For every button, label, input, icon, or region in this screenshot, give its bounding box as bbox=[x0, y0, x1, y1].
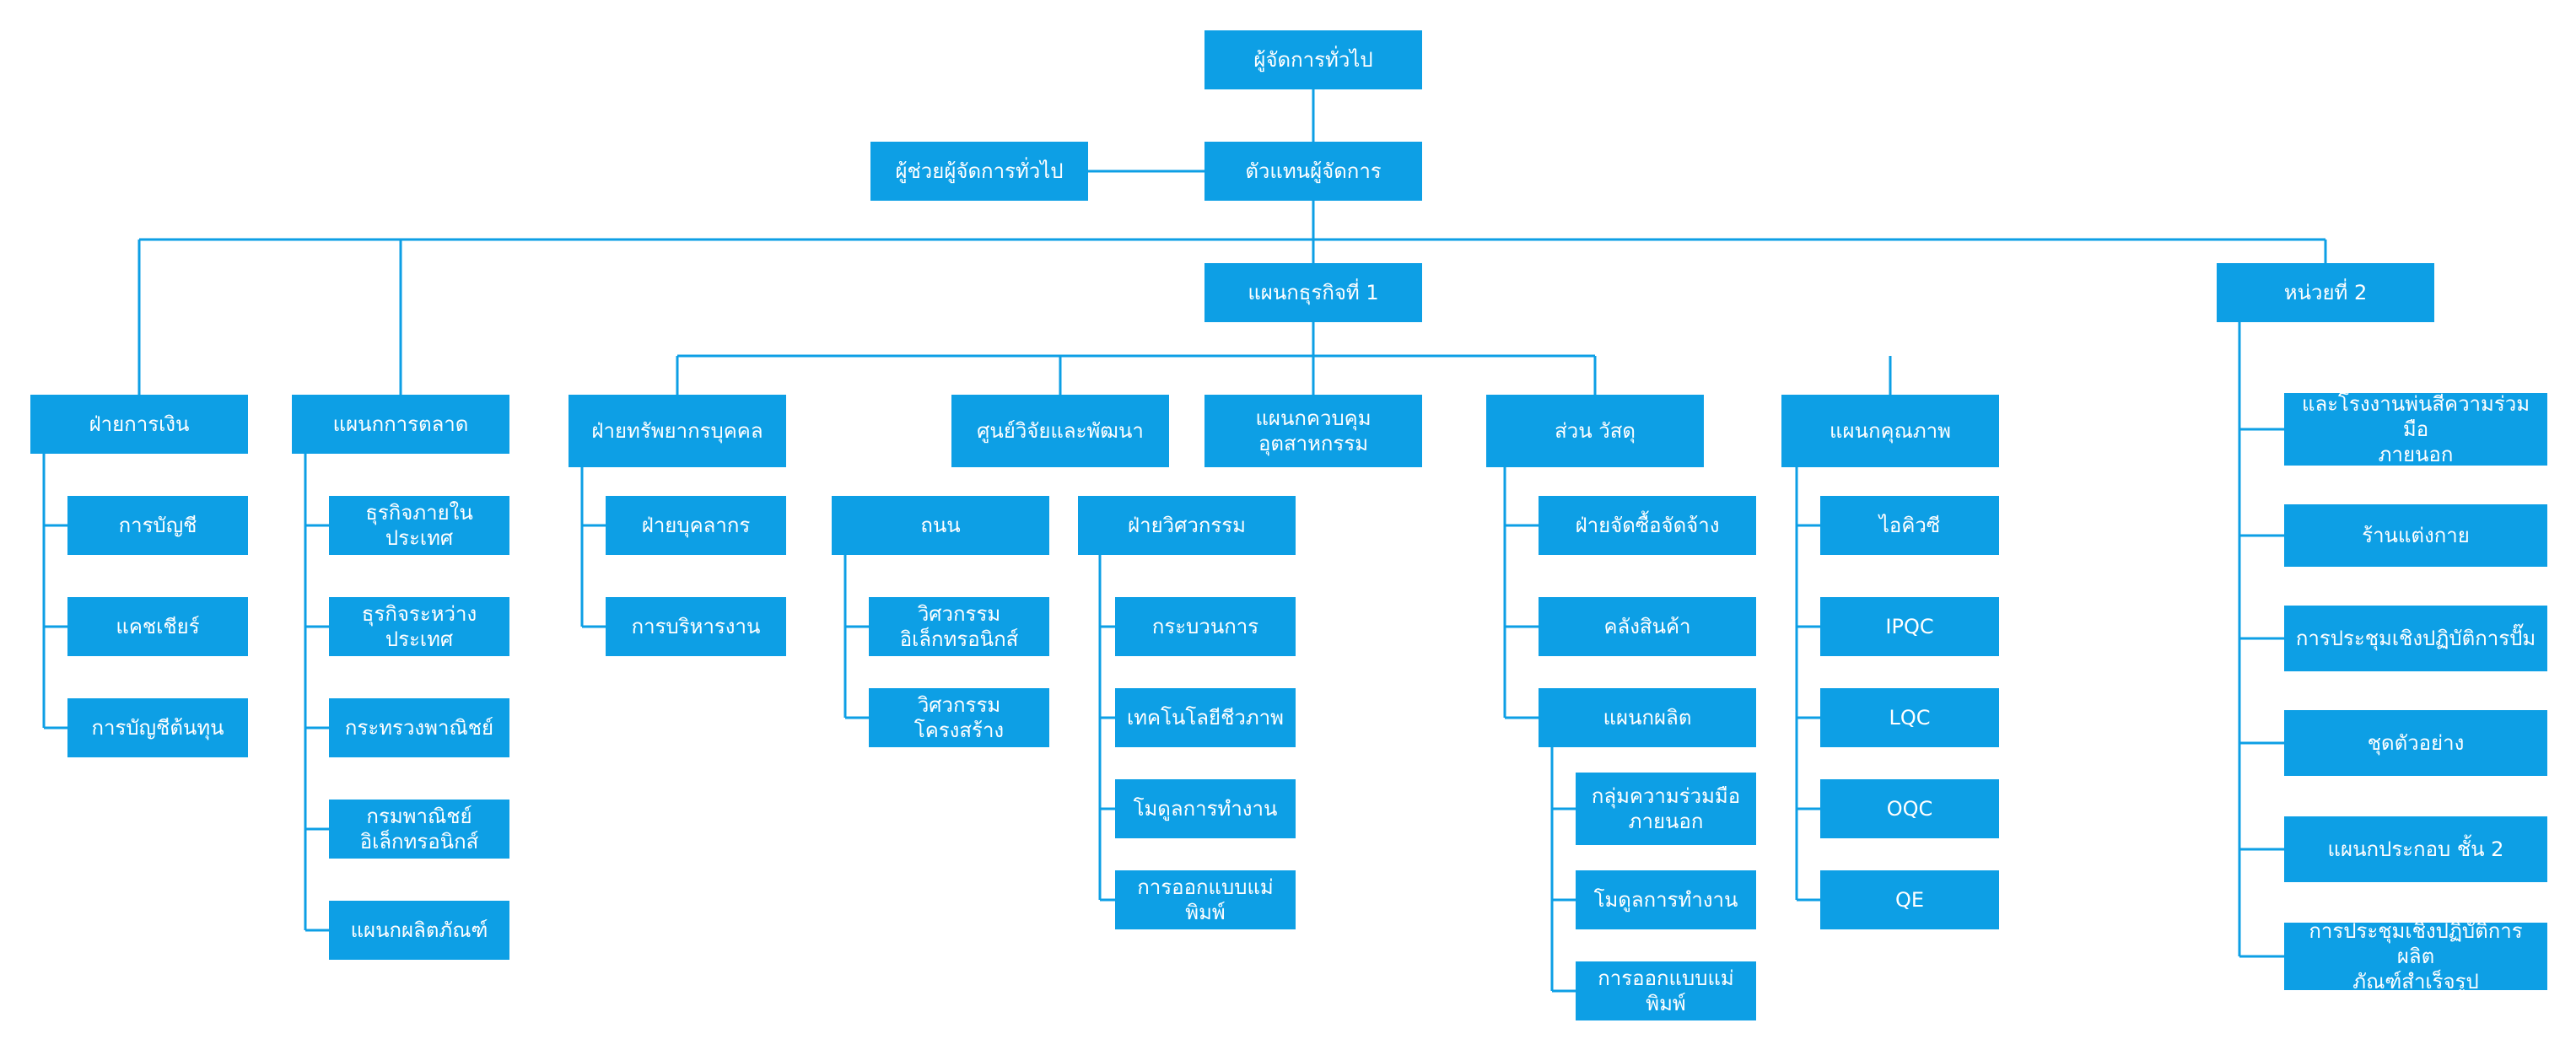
node-unit2-child-1: ร้านแต่งกาย bbox=[2284, 504, 2547, 567]
node-engineering: ฝ่ายวิศวกรรม bbox=[1078, 496, 1296, 555]
node-materials-child-0: ฝ่ายจัดซื้อจัดจ้าง bbox=[1539, 496, 1756, 555]
node-materials: ส่วน วัสดุ bbox=[1486, 395, 1704, 467]
node-unit2-child-2: การประชุมเชิงปฏิบัติการปั๊ม bbox=[2284, 606, 2547, 671]
node-general-manager: ผู้จัดการทั่วไป bbox=[1204, 30, 1422, 89]
node-finance: ฝ่ายการเงิน bbox=[30, 395, 248, 454]
node-production-child-1: โมดูลการทำงาน bbox=[1576, 870, 1756, 929]
node-production-child-2: การออกแบบแม่ พิมพ์ bbox=[1576, 961, 1756, 1020]
node-production: แผนกผลิต bbox=[1539, 688, 1756, 747]
node-quality: แผนกคุณภาพ bbox=[1781, 395, 1999, 467]
node-quality-child-0: ไอคิวซี bbox=[1820, 496, 1999, 555]
node-finance-child-1: แคชเชียร์ bbox=[67, 597, 248, 656]
node-quality-child-4: QE bbox=[1820, 870, 1999, 929]
node-quality-child-3: OQC bbox=[1820, 779, 1999, 838]
node-marketing-child-2: กระทรวงพาณิชย์ bbox=[329, 698, 509, 757]
node-finance-child-2: การบัญชีต้นทุน bbox=[67, 698, 248, 757]
node-engineering-child-3: การออกแบบแม่ พิมพ์ bbox=[1115, 870, 1296, 929]
node-hr-child-1: การบริหารงาน bbox=[606, 597, 786, 656]
node-quality-child-2: LQC bbox=[1820, 688, 1999, 747]
node-industrial-control: แผนกควบคุม อุตสาหกรรม bbox=[1204, 395, 1422, 467]
node-marketing-child-1: ธุรกิจระหว่าง ประเทศ bbox=[329, 597, 509, 656]
node-unit2-child-3: ชุดตัวอย่าง bbox=[2284, 710, 2547, 776]
node-road-child-1: วิศวกรรม โครงสร้าง bbox=[869, 688, 1049, 747]
node-quality-child-1: IPQC bbox=[1820, 597, 1999, 656]
node-road: ถนน bbox=[832, 496, 1049, 555]
node-unit2-child-4: แผนกประกอบ ชั้น 2 bbox=[2284, 816, 2547, 882]
node-marketing-child-0: ธุรกิจภายใน ประเทศ bbox=[329, 496, 509, 555]
node-hr: ฝ่ายทรัพยากรบุคคล bbox=[569, 395, 786, 467]
node-materials-child-1: คลังสินค้า bbox=[1539, 597, 1756, 656]
node-road-child-0: วิศวกรรม อิเล็กทรอนิกส์ bbox=[869, 597, 1049, 656]
node-engineering-child-2: โมดูลการทำงาน bbox=[1115, 779, 1296, 838]
node-unit2-child-5: การประชุมเชิงปฏิบัติการผลิต ภัณฑ์สำเร็จร… bbox=[2284, 919, 2547, 993]
node-assistant-gm: ผู้ช่วยผู้จัดการทั่วไป bbox=[870, 142, 1088, 201]
node-marketing-child-3: กรมพาณิชย์ อิเล็กทรอนิกส์ bbox=[329, 800, 509, 859]
node-business-dept-1: แผนกธุรกิจที่ 1 bbox=[1204, 263, 1422, 322]
node-deputy-manager: ตัวแทนผู้จัดการ bbox=[1204, 142, 1422, 201]
node-finance-child-0: การบัญชี bbox=[67, 496, 248, 555]
node-unit-2: หน่วยที่ 2 bbox=[2217, 263, 2434, 322]
node-marketing: แผนกการตลาด bbox=[292, 395, 509, 454]
node-engineering-child-1: เทคโนโลยีชีวภาพ bbox=[1115, 688, 1296, 747]
node-unit2-child-0: และโรงงานพ่นสีความร่วมมือ ภายนอก bbox=[2284, 392, 2547, 466]
node-production-child-0: กลุ่มความร่วมมือ ภายนอก bbox=[1576, 773, 1756, 845]
node-engineering-child-0: กระบวนการ bbox=[1115, 597, 1296, 656]
node-marketing-child-4: แผนกผลิตภัณฑ์ bbox=[329, 901, 509, 960]
node-hr-child-0: ฝ่ายบุคลากร bbox=[606, 496, 786, 555]
node-rnd: ศูนย์วิจัยและพัฒนา bbox=[951, 395, 1169, 467]
